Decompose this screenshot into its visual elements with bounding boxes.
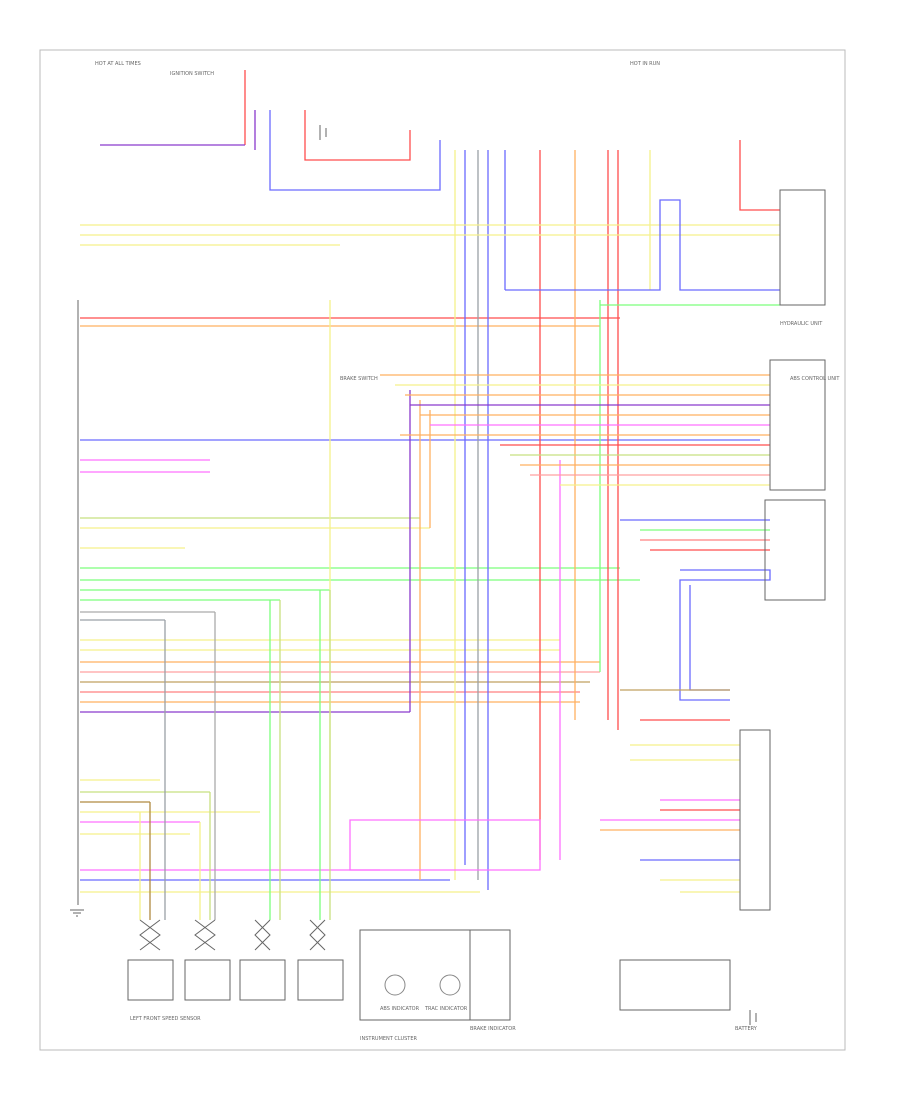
- abs-control-unit-label: ABS CONTROL UNIT: [790, 376, 840, 382]
- diagram-frame: [39, 49, 846, 1051]
- hydraulic-unit-box: [779, 189, 826, 306]
- right-connector-box: [739, 729, 771, 911]
- brake-indicator-label: BRAKE INDICATOR: [470, 1026, 516, 1032]
- vertical-trunk-wires: [139, 150, 651, 920]
- ignition-switch-label: IGNITION SWITCH: [170, 71, 214, 77]
- abs-relay-box: [764, 499, 826, 601]
- top-power-wiring: [80, 70, 780, 306]
- battery-icon: [319, 125, 757, 1025]
- battery-label: BATTERY: [735, 1026, 758, 1032]
- left-front-sensor-label: LEFT FRONT SPEED SENSOR: [130, 1016, 201, 1022]
- abs-lamp-icon: [384, 974, 406, 996]
- abs-indicator-label: ABS INDICATOR: [380, 1006, 420, 1012]
- instrument-cluster-label: INSTRUMENT CLUSTER: [360, 1036, 418, 1042]
- hot-at-all-times-label: HOT AT ALL TIMES: [95, 61, 141, 67]
- brake-indicator-box: [469, 929, 511, 1021]
- abs-control-unit-box: [769, 359, 826, 491]
- trac-lamp-icon: [439, 974, 461, 996]
- ground-connector-box: [619, 959, 731, 1011]
- indicator-lamps: [384, 974, 461, 996]
- speed-sensors: [127, 919, 344, 1001]
- trac-indicator-label: TRAC INDICATOR: [424, 1006, 468, 1012]
- brake-switch-label: BRAKE SWITCH: [340, 376, 378, 382]
- right-wire-bundle: [349, 374, 771, 893]
- hot-in-run-label: HOT IN RUN: [630, 61, 660, 67]
- hydraulic-unit-label: HYDRAULIC UNIT: [780, 321, 823, 327]
- ground-icon: [70, 909, 84, 917]
